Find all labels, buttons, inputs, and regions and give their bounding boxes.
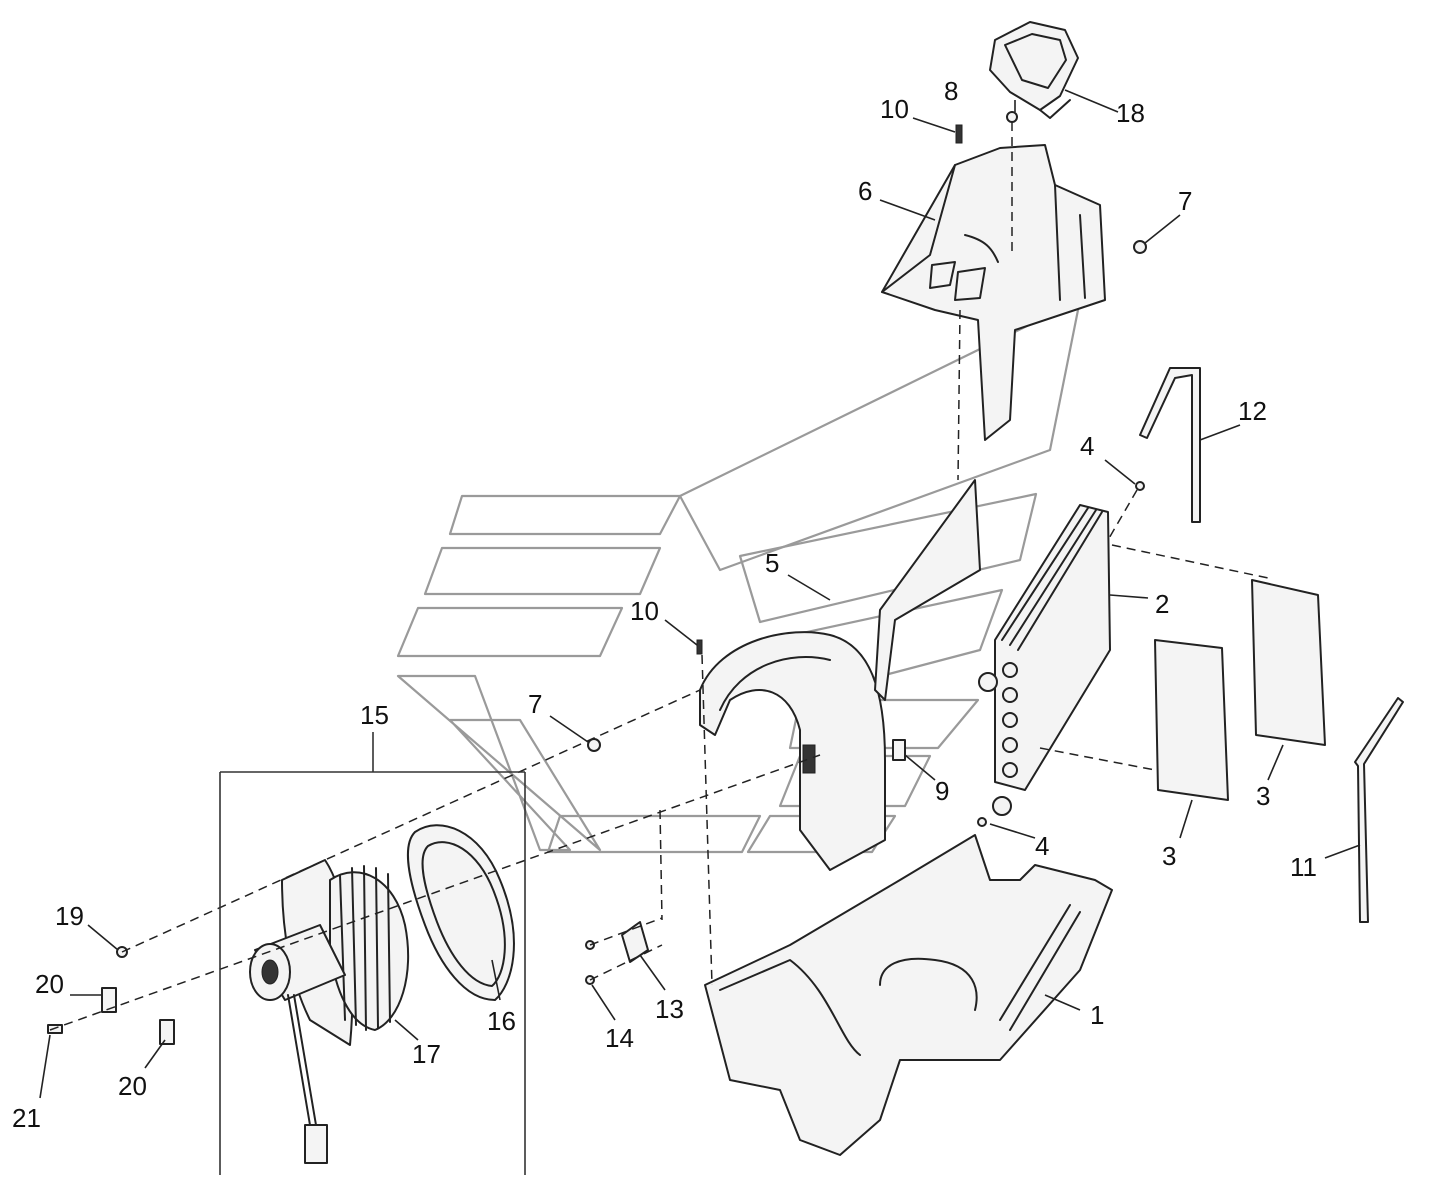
callout-20b: 20 [118,1071,147,1101]
part-2-core [978,504,1111,816]
callout-4a: 4 [1080,431,1094,461]
hardware [47,111,1147,1045]
callout-5: 5 [765,548,779,578]
callout-3a: 3 [1162,841,1176,871]
callout-16: 16 [487,1006,516,1036]
callout-20a: 20 [35,969,64,999]
callout-14: 14 [605,1023,634,1053]
callout-labels: 1 2 3 3 4 4 5 6 7 7 8 9 10 10 11 12 13 1… [12,76,1317,1133]
part-6-upper-duct [881,144,1106,441]
part-16-gasket-ring [406,824,515,1001]
callout-10a: 10 [880,94,909,124]
callout-8: 8 [944,76,958,106]
callout-4b: 4 [1035,831,1049,861]
callout-21: 21 [12,1103,41,1133]
callout-12: 12 [1238,396,1267,426]
part-11-strip [1354,697,1404,923]
callout-10b: 10 [630,596,659,626]
callout-2: 2 [1155,589,1169,619]
callout-1: 1 [1090,1000,1104,1030]
callout-18: 18 [1116,98,1145,128]
callout-9: 9 [935,776,949,806]
part-18-gasket [989,21,1079,119]
callout-7b: 7 [528,689,542,719]
assembly-15-frame [219,732,526,1175]
leader-lines [39,89,1361,1099]
part-3-filters [1154,579,1326,801]
callout-6: 6 [858,176,872,206]
part-1-lower-housing [704,834,1113,1156]
part-12-strip [1139,367,1201,523]
part-5-scroll-housing [699,479,981,871]
part-17-blower-motor [249,859,410,1164]
callout-11: 11 [1290,852,1317,882]
callout-3b: 3 [1256,781,1270,811]
callout-19: 19 [55,901,84,931]
callout-13: 13 [655,994,684,1024]
alignment-lines [49,122,1269,1031]
watermark-logo [396,298,1082,854]
callout-15: 15 [360,700,389,730]
callout-7a: 7 [1178,186,1192,216]
callout-17: 17 [412,1039,441,1069]
